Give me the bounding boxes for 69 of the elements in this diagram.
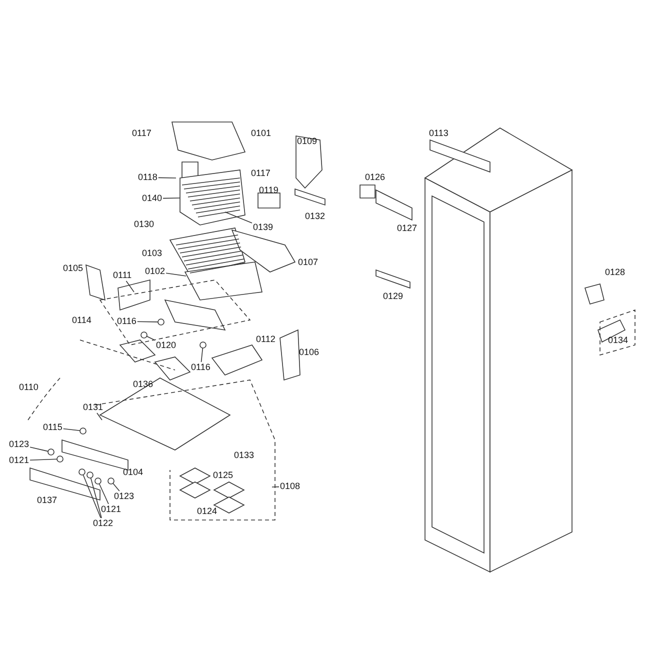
small-part-icon — [56, 456, 64, 462]
small-part-icon — [48, 448, 54, 456]
small-part-icon — [86, 472, 94, 478]
callout-number: 0132 — [304, 211, 326, 222]
callout-number: 0124 — [196, 506, 218, 517]
callout-number: 0134 — [607, 335, 630, 346]
callout-number: 0114 — [71, 315, 92, 326]
leader-line — [96, 412, 102, 420]
leader-line — [90, 478, 102, 518]
callout-number: 0119 — [258, 185, 280, 196]
callout-number: 0128 — [604, 267, 626, 278]
callout-number: 0106 — [298, 347, 320, 358]
leader-line — [30, 458, 58, 460]
callout-number: 0113 — [428, 128, 450, 139]
callout-number: 0125 — [212, 470, 234, 481]
leader-line — [200, 348, 204, 362]
callout-number: 0116 — [190, 362, 212, 373]
callout-number: 0108 — [279, 481, 302, 492]
small-part-icon — [80, 428, 86, 434]
leader-line — [224, 212, 252, 224]
leader-line — [126, 280, 134, 292]
callout-number: 0136 — [132, 379, 154, 390]
callout-number: 0103 — [141, 248, 164, 259]
callout-number: 0139 — [252, 222, 274, 233]
callout-number: 0123 — [8, 439, 30, 450]
callout-number: 0109 — [296, 136, 318, 147]
small-part-icon — [140, 332, 148, 338]
callout-number: 0130 — [133, 219, 156, 230]
leader-line — [162, 198, 180, 199]
small-part-icon — [108, 478, 114, 484]
callout-number: 0111 — [112, 270, 133, 281]
leader-line — [62, 428, 80, 432]
leader-line — [158, 177, 176, 178]
small-part-icon — [200, 342, 206, 348]
callout-number: 0131 — [82, 402, 104, 413]
small-part-icon — [94, 478, 102, 484]
small-part-icon — [158, 318, 164, 326]
callout-number: 0123 — [113, 491, 136, 502]
leader-line — [112, 482, 120, 492]
callout-number: 0140 — [141, 193, 164, 204]
leader-line — [166, 272, 186, 276]
callout-number: 0101 — [250, 128, 272, 139]
leader-line — [98, 483, 109, 504]
callout-number: 0126 — [364, 172, 386, 183]
small-part-icon — [78, 468, 86, 476]
leader-line — [146, 336, 156, 341]
callout-number: 0104 — [122, 467, 144, 478]
callout-number: 0117 — [131, 128, 152, 139]
callout-number: 0118 — [137, 172, 158, 183]
callout-number: 0117 — [250, 168, 272, 179]
leader-line — [30, 446, 48, 452]
callout-number: 0110 — [18, 382, 40, 393]
callout-number: 0133 — [233, 450, 256, 461]
callout-number: 0120 — [155, 340, 178, 351]
callout-number: 0127 — [396, 223, 418, 234]
leader-line — [136, 321, 158, 322]
callout-number: 0122 — [92, 518, 114, 529]
callout-number: 0129 — [382, 291, 404, 302]
callout-number: 0105 — [62, 263, 84, 274]
callout-number: 0107 — [297, 257, 320, 268]
callout-number: 0115 — [42, 422, 64, 433]
callout-number: 0102 — [144, 266, 166, 277]
callout-number: 0112 — [255, 334, 276, 345]
leader-line — [272, 486, 280, 488]
callout-number: 0121 — [8, 455, 30, 466]
callout-number: 0121 — [100, 504, 122, 515]
callout-number: 0116 — [116, 316, 138, 327]
callout-number: 0137 — [36, 495, 58, 506]
leader-line — [82, 474, 102, 518]
